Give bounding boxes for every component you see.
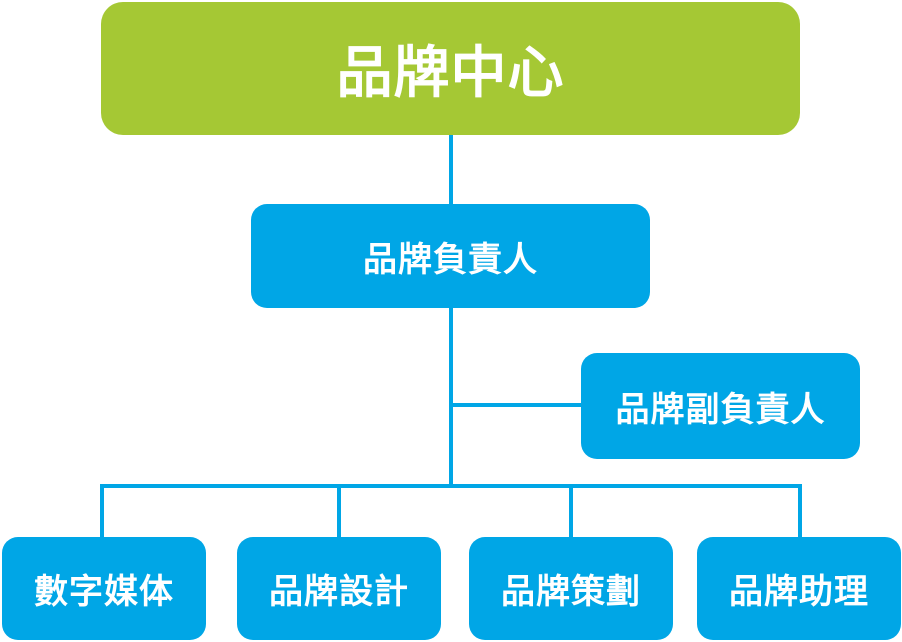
node-brand-deputy-head: 品牌副負責人 <box>581 353 860 459</box>
node-brand-design-label: 品牌設計 <box>269 572 409 612</box>
node-brand-planning-label: 品牌策劃 <box>501 572 641 612</box>
node-brand-center-label: 品牌中心 <box>336 41 565 106</box>
node-brand-planning: 品牌策劃 <box>469 537 673 640</box>
node-brand-head: 品牌負責人 <box>251 204 650 308</box>
node-digital-media: 數字媒体 <box>2 537 206 640</box>
node-brand-center: 品牌中心 <box>101 2 800 135</box>
node-digital-media-label: 數字媒体 <box>34 572 174 612</box>
node-brand-deputy-head-label: 品牌副負責人 <box>615 389 826 430</box>
node-brand-assistant-label: 品牌助理 <box>729 572 869 612</box>
node-brand-assistant: 品牌助理 <box>697 537 901 640</box>
node-brand-head-label: 品牌負責人 <box>363 239 538 280</box>
node-brand-design: 品牌設計 <box>237 537 441 640</box>
